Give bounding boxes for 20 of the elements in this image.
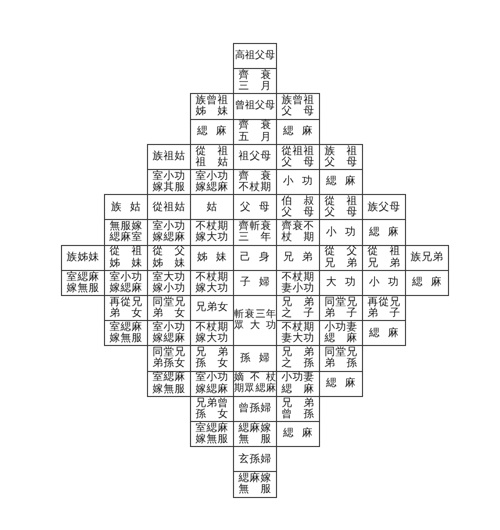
kinship-cell: 族曾祖姊妹 [190, 93, 234, 120]
kinship-cell: 室緦麻嫁無服 [104, 320, 148, 346]
kinship-cell: 緦麻 [405, 270, 449, 296]
kinship-cell: 齊衰三月 [233, 68, 277, 94]
kinship-cell: 族姑 [104, 194, 148, 220]
kinship-cell: 族祖父母 [319, 144, 363, 170]
kinship-cell: 高祖父母 [233, 43, 277, 70]
kinship-cell: 室緦麻嫁無服 [61, 270, 105, 296]
kinship-cell: 族姊妹 [61, 244, 105, 271]
kinship-cell: 族兄弟 [405, 244, 449, 271]
kinship-cell: 族曾祖父母 [276, 93, 320, 120]
kinship-cell: 緦麻 [276, 421, 320, 448]
kinship-cell: 緦麻 [319, 370, 363, 397]
kinship-cell: 緦麻嫁無服 [233, 471, 277, 498]
kinship-cell: 族父母 [362, 194, 406, 220]
kinship-cell: 緦麻 [362, 320, 406, 346]
kinship-cell: 室緦麻嫁無服 [190, 421, 234, 448]
kinship-cell: 室緦麻嫁無服 [147, 370, 191, 397]
kinship-cell: 族祖姑 [147, 144, 191, 170]
kinship-cell: 玄孫婦 [233, 446, 277, 472]
